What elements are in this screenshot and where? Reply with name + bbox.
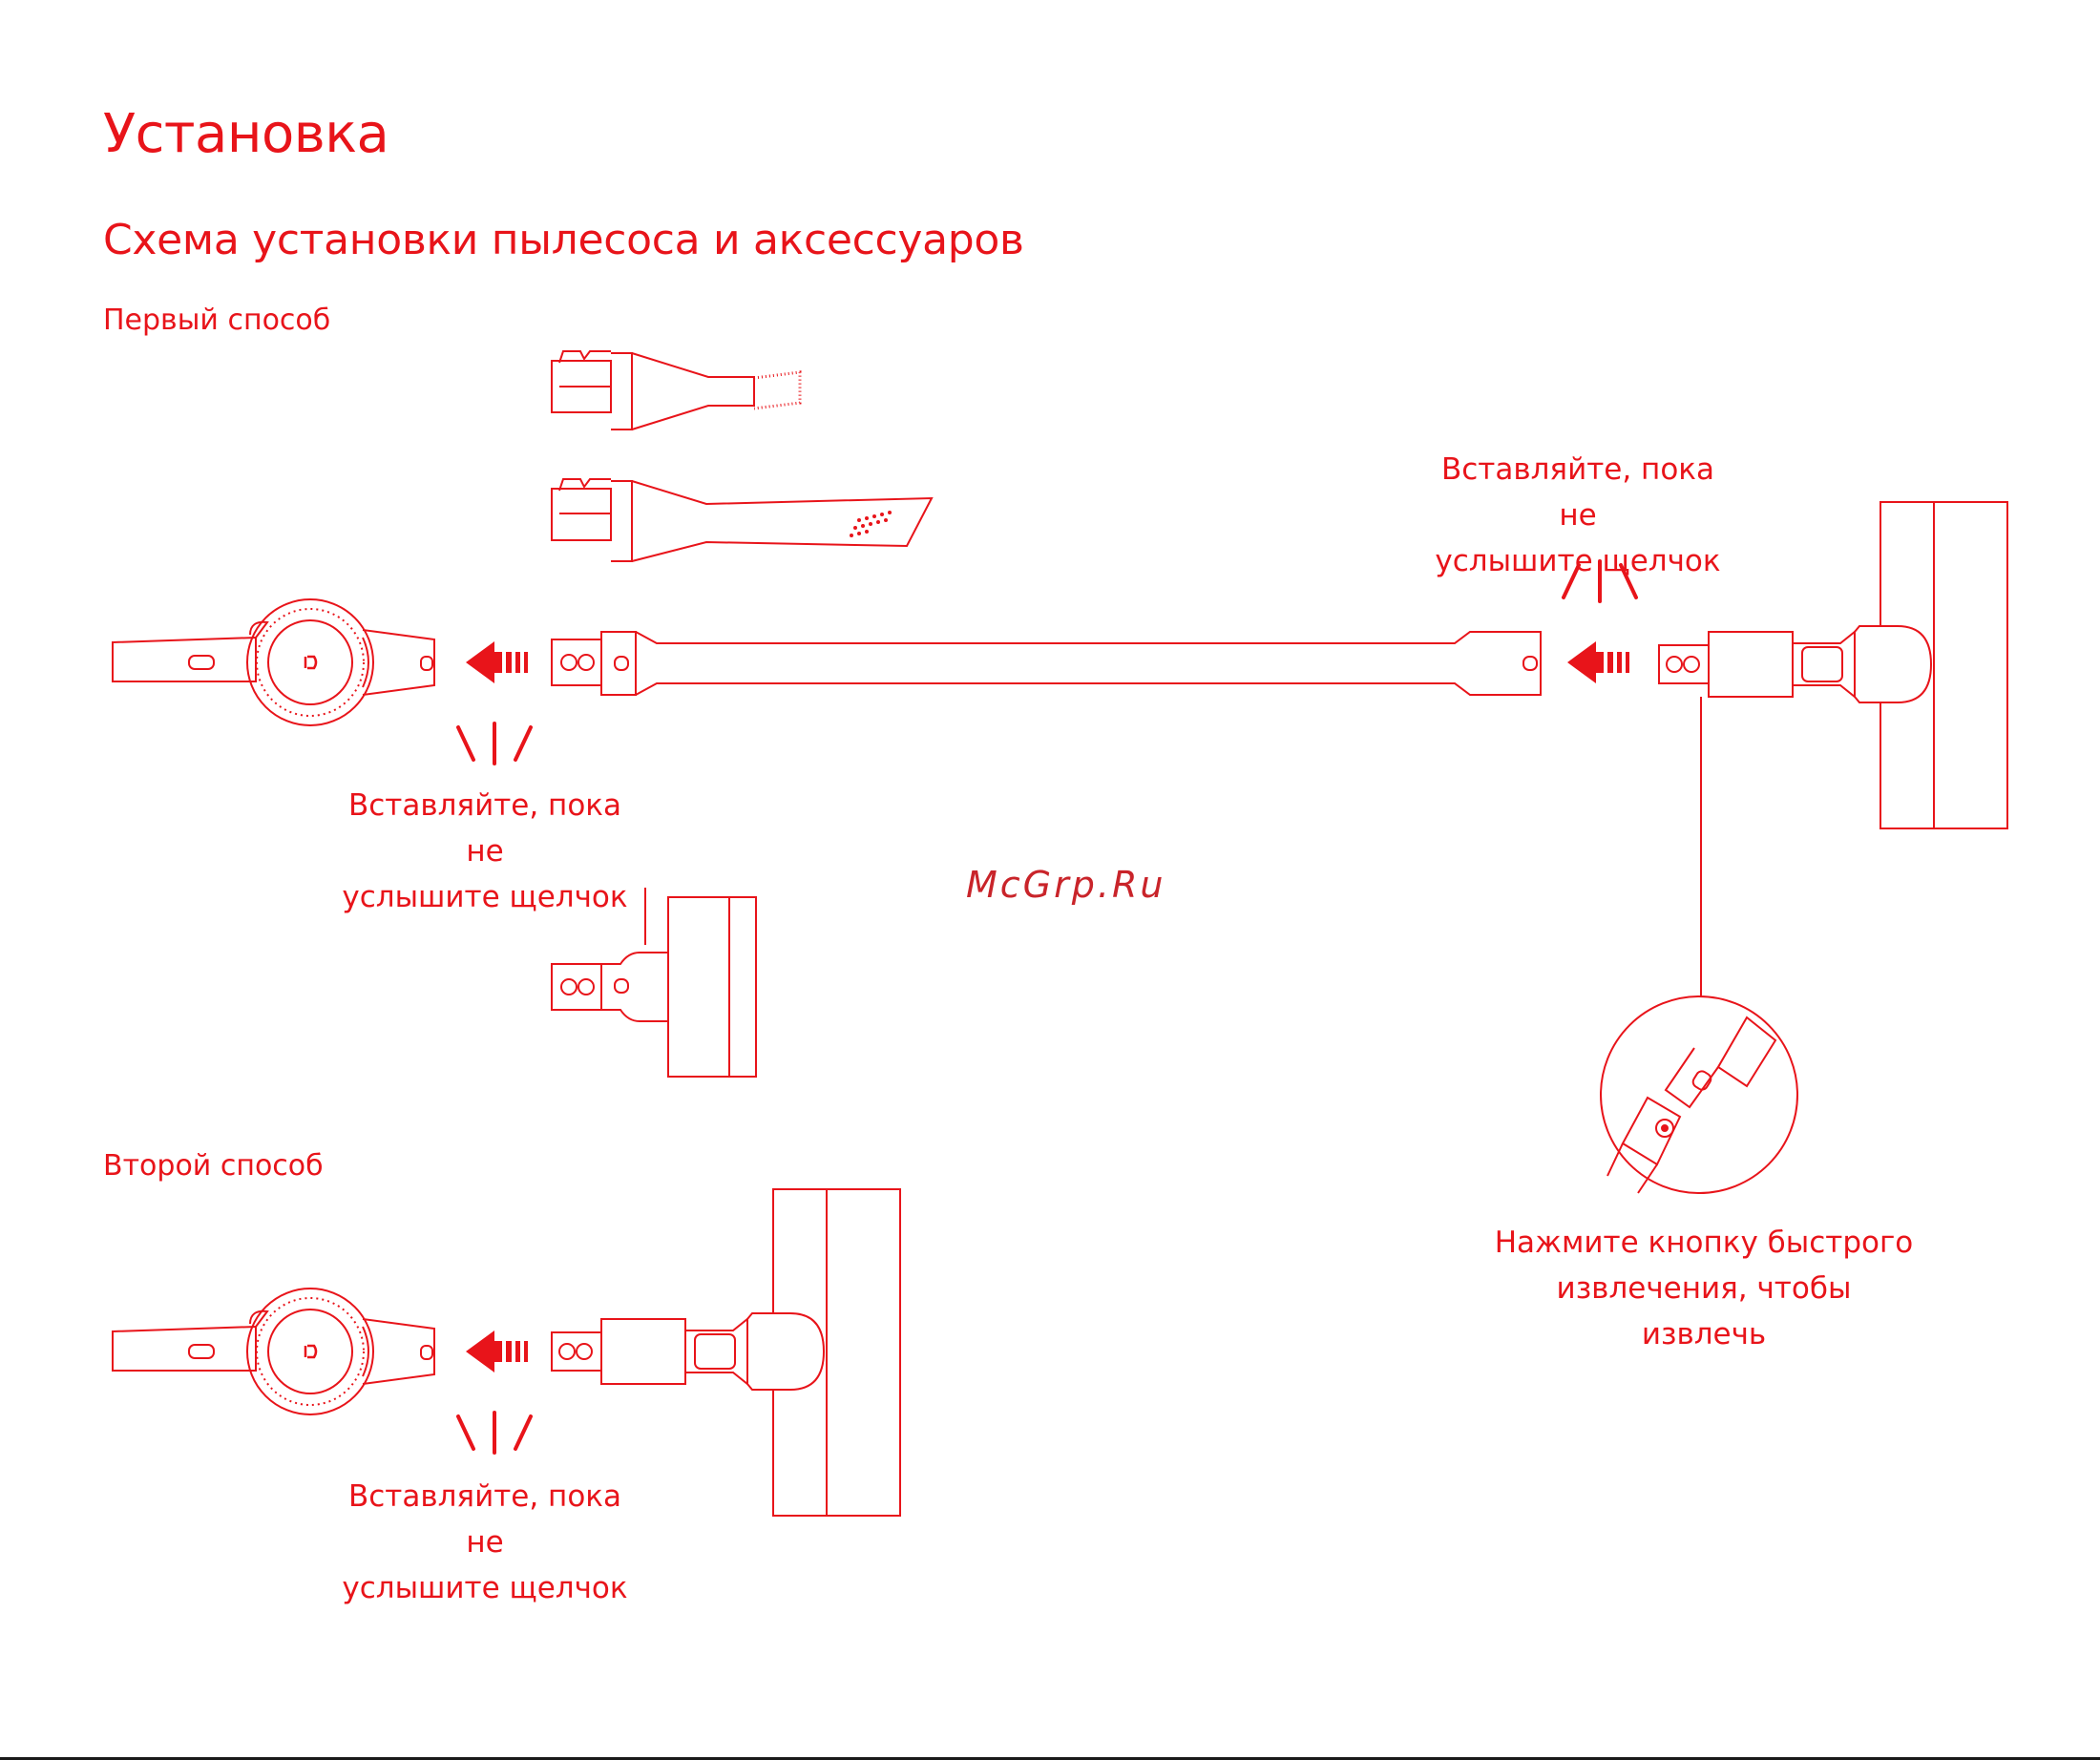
- crevice-brush-tool: [552, 351, 800, 430]
- arrow-left-icon: [1567, 641, 1629, 683]
- click-sound-icon: [1564, 561, 1636, 601]
- extension-tube: [552, 632, 1541, 695]
- crevice-tool: [552, 479, 932, 561]
- arrow-left-icon: [466, 1330, 528, 1372]
- click-sound-icon: [458, 723, 531, 764]
- click-sound-icon: [458, 1413, 531, 1453]
- floor-brush-head-top: [1659, 502, 2007, 828]
- vacuum-body-top: [113, 599, 434, 725]
- quick-release-detail: [1601, 996, 1797, 1193]
- mini-motorized-brush: [552, 888, 756, 1077]
- floor-brush-head-bottom: [552, 1189, 900, 1516]
- vacuum-body-bottom: [113, 1289, 434, 1414]
- arrow-left-icon: [466, 641, 528, 683]
